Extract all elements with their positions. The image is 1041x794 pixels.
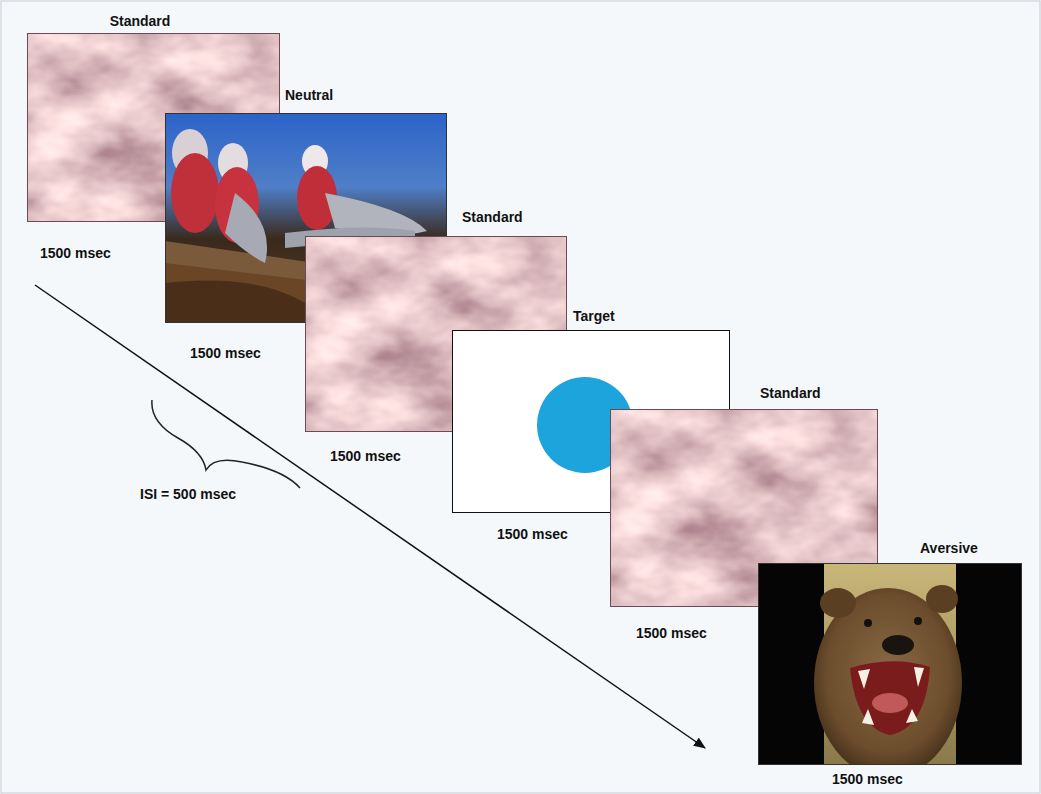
duration-label: 1500 msec (832, 771, 903, 787)
stimulus-label: Target (573, 308, 615, 324)
stimulus-label: Aversive (920, 540, 978, 556)
aversive-panel: Aversive1500 msec (758, 563, 1022, 765)
duration-label: 1500 msec (40, 245, 111, 261)
stimulus-label: Standard (462, 209, 523, 225)
isi-label: ISI = 500 msec (140, 486, 236, 502)
stimulus-label: Neutral (285, 87, 333, 103)
stimulus-label: Standard (760, 385, 821, 401)
duration-label: 1500 msec (497, 526, 568, 542)
stimulus-label: Standard (110, 13, 171, 29)
duration-label: 1500 msec (190, 345, 261, 361)
duration-label: 1500 msec (636, 625, 707, 641)
panel-image (758, 563, 1022, 765)
duration-label: 1500 msec (330, 448, 401, 464)
